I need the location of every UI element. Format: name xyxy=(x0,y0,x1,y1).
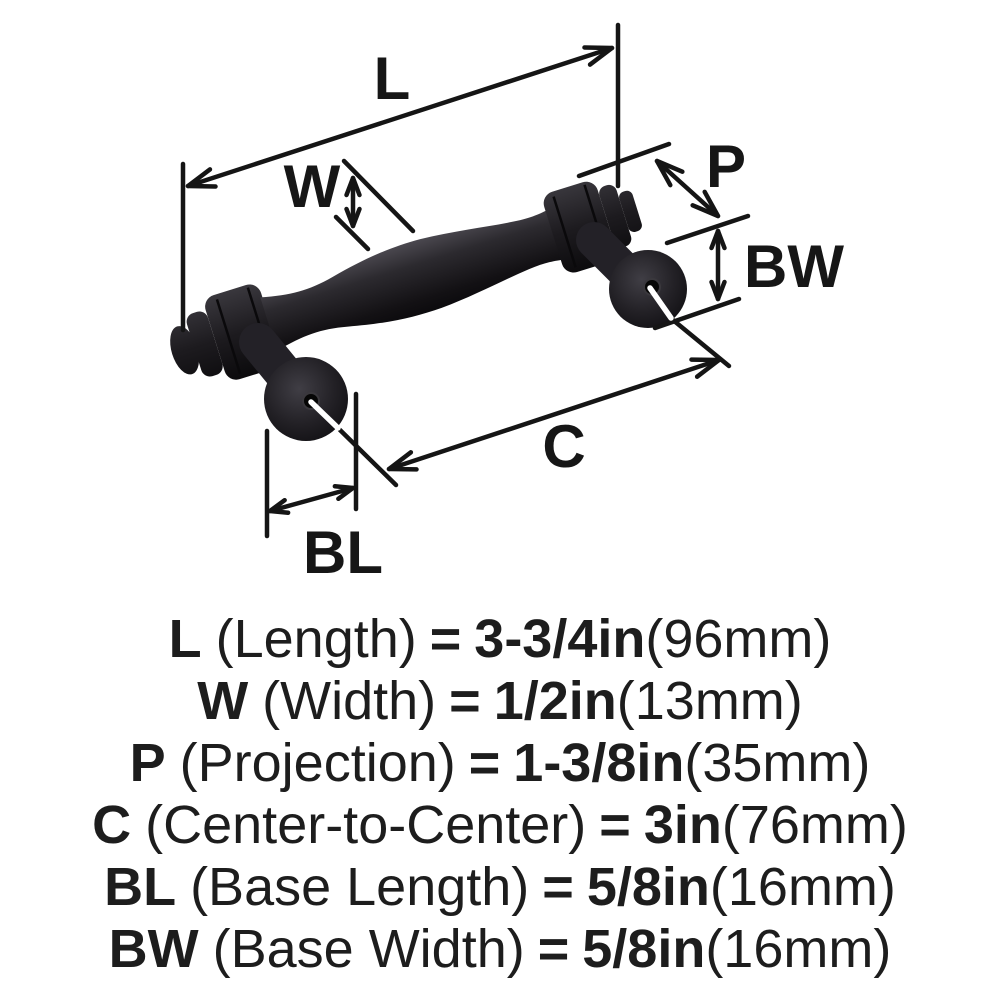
legend-row-base-length: BL(Base Length)=5/8in(16mm) xyxy=(0,856,1000,918)
legend-name: (Base Length) xyxy=(190,857,530,917)
legend-row-projection: P(Projection)=1-3/8in(35mm) xyxy=(0,732,1000,794)
handle-bar-group xyxy=(170,181,642,380)
dimension-legend: L(Length)=3-3/4in(96mm) W(Width)=1/2in(1… xyxy=(0,608,1000,980)
legend-metric: (96mm) xyxy=(645,609,832,669)
equals-sign: = xyxy=(542,857,574,917)
dim-BW-tick-lower xyxy=(652,296,742,331)
legend-value: 1-3/8in xyxy=(513,733,685,793)
label-base-length: BL xyxy=(303,519,383,586)
legend-value: 5/8in xyxy=(586,857,710,917)
dim-W-tick-lower xyxy=(333,214,371,252)
equals-sign: = xyxy=(468,733,501,793)
equals-sign: = xyxy=(429,609,462,669)
dim-BL-arrow xyxy=(267,484,356,515)
legend-row-center-to-center: C(Center-to-Center)=3in(76mm) xyxy=(0,794,1000,856)
right-hole-centerline xyxy=(647,285,674,321)
dim-C-arrow xyxy=(386,357,722,472)
handle-right-ring xyxy=(599,184,632,248)
legend-value: 5/8in xyxy=(582,919,706,979)
dim-W-tick-upper xyxy=(341,158,416,234)
equals-sign: = xyxy=(449,671,481,731)
legend-abbr: C xyxy=(92,795,132,855)
legend-abbr: L xyxy=(168,609,202,669)
dim-P-tick-lower xyxy=(664,213,751,246)
label-length: L xyxy=(374,45,411,112)
legend-name: (Projection) xyxy=(179,733,456,793)
legend-metric: (35mm) xyxy=(684,733,871,793)
legend-metric: (76mm) xyxy=(721,795,908,855)
handle-left-ring xyxy=(186,311,223,377)
equals-sign: = xyxy=(537,919,570,979)
handle-right-stub xyxy=(619,190,642,232)
legend-row-base-width: BW(Base Width)=5/8in(16mm) xyxy=(0,918,1000,980)
label-center-to-center: C xyxy=(542,413,585,480)
dim-P-tick-upper xyxy=(576,141,672,179)
legend-name: (Length) xyxy=(215,609,417,669)
label-base-width: BW xyxy=(744,233,844,300)
dimension-lines xyxy=(180,22,751,539)
legend-name: (Center-to-Center) xyxy=(145,795,587,855)
equals-sign: = xyxy=(599,795,631,855)
label-projection: P xyxy=(706,133,746,200)
legend-metric: (16mm) xyxy=(705,919,892,979)
legend-metric: (16mm) xyxy=(709,857,896,917)
dim-P-arrow xyxy=(654,158,721,219)
legend-row-width: W(Width)=1/2in(13mm) xyxy=(0,670,1000,732)
dim-L-arrow xyxy=(185,45,615,189)
handle-illustration xyxy=(170,181,687,441)
legend-row-length: L(Length)=3-3/4in(96mm) xyxy=(0,608,1000,670)
dim-C-extension-left xyxy=(337,427,399,488)
legend-metric: (13mm) xyxy=(616,671,803,731)
legend-value: 3-3/4in xyxy=(474,609,646,669)
legend-abbr: BW xyxy=(108,919,199,979)
screw-hole-centerlines xyxy=(308,285,674,431)
legend-abbr: W xyxy=(197,671,249,731)
cap-ridge xyxy=(552,196,577,268)
legend-name: (Base Width) xyxy=(212,919,525,979)
legend-value: 3in xyxy=(643,795,722,855)
cap-ridge xyxy=(215,298,242,375)
left-hole-centerline xyxy=(308,399,341,431)
legend-abbr: P xyxy=(129,733,166,793)
legend-value: 1/2in xyxy=(493,671,617,731)
handle-spindle xyxy=(260,210,563,351)
legend-name: (Width) xyxy=(262,671,437,731)
label-width: W xyxy=(284,153,341,220)
legend-abbr: BL xyxy=(104,857,177,917)
